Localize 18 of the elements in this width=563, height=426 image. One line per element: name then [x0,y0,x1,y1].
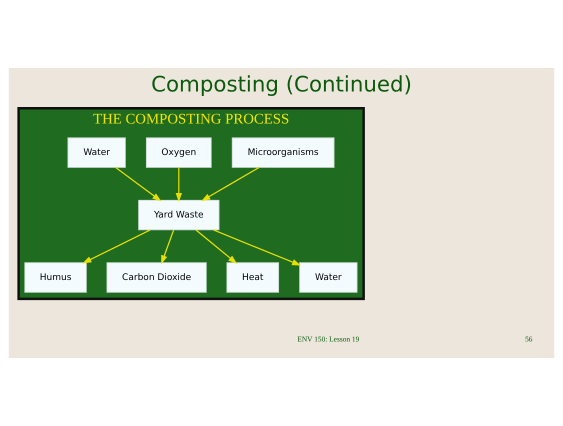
arrow [115,167,162,202]
node-box: Humus [24,262,87,293]
arrow [176,168,182,202]
arrow [82,229,150,264]
arrow [213,229,302,266]
arrow [201,167,260,202]
node-box: Yard Waste [138,200,220,230]
node-box: Water [68,137,126,168]
arrow [196,230,238,264]
node-box: Microorganisms [232,137,334,168]
diagram-title: Composting (Continued) [151,72,412,98]
label: ENV 150: Lesson 19 [297,334,360,344]
arrow [161,230,174,264]
node-box: Heat [226,262,280,293]
node-box: Oxygen [146,137,212,168]
node-box: Water [299,262,358,293]
label: 56 [525,334,532,344]
node-box: Carbon Dioxide [106,262,207,293]
